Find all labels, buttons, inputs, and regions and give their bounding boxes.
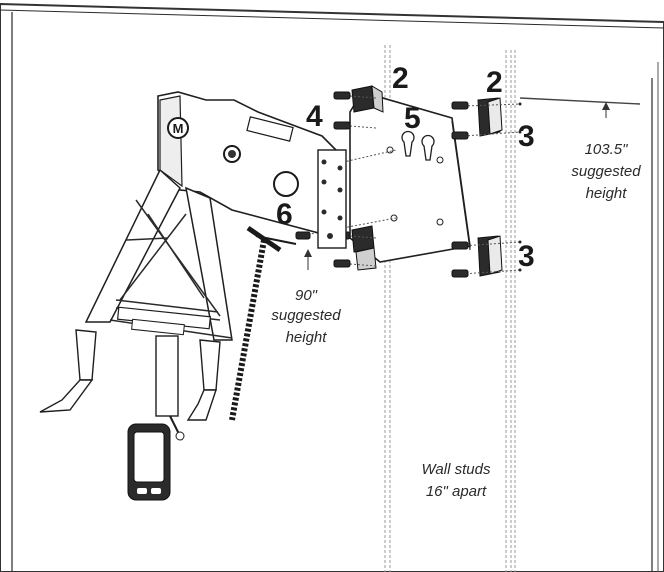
callout-3-top: 3 (518, 120, 535, 153)
upper-height-guide (519, 97, 641, 118)
lift-housing: M (157, 91, 347, 249)
callout-2-right: 2 (486, 66, 503, 99)
callout-6: 6 (276, 198, 293, 231)
upper-height-value: 103.5" (585, 141, 629, 158)
lower-height-guide (304, 249, 312, 270)
mounting-bracket-top-right (477, 97, 503, 137)
mounting-bracket-bottom-left (351, 225, 377, 271)
lift-frame (84, 168, 297, 421)
lower-height-value: 90" (295, 287, 318, 304)
keyhole-slots (401, 130, 435, 161)
callout-3-bottom: 3 (518, 240, 535, 273)
callout-5: 5 (404, 102, 421, 135)
lower-height-label-1: suggested (271, 307, 341, 324)
callouts: 2 2 3 3 4 5 6 (276, 62, 535, 273)
brand-logo-text: M (173, 121, 184, 136)
studs-label-1: Wall studs (422, 461, 491, 478)
lower-height-label-2: height (286, 329, 328, 346)
mounting-bracket-bottom-right (477, 235, 503, 277)
hand-remote (127, 423, 171, 501)
lift-base (39, 329, 221, 441)
callout-4: 4 (306, 100, 323, 133)
mounting-bracket-top-left (351, 85, 384, 113)
wall-plate (349, 91, 471, 263)
upper-height-label-2: height (586, 185, 628, 202)
studs-label-2: 16" apart (426, 483, 487, 500)
brand-logo: M (167, 117, 189, 139)
lower-height-note: 90" suggested height (271, 287, 341, 346)
upper-height-label-1: suggested (571, 163, 641, 180)
callout-2-left: 2 (392, 62, 409, 95)
upper-height-note: 103.5" suggested height (571, 141, 641, 202)
wall-studs-note: Wall studs 16" apart (422, 461, 491, 500)
